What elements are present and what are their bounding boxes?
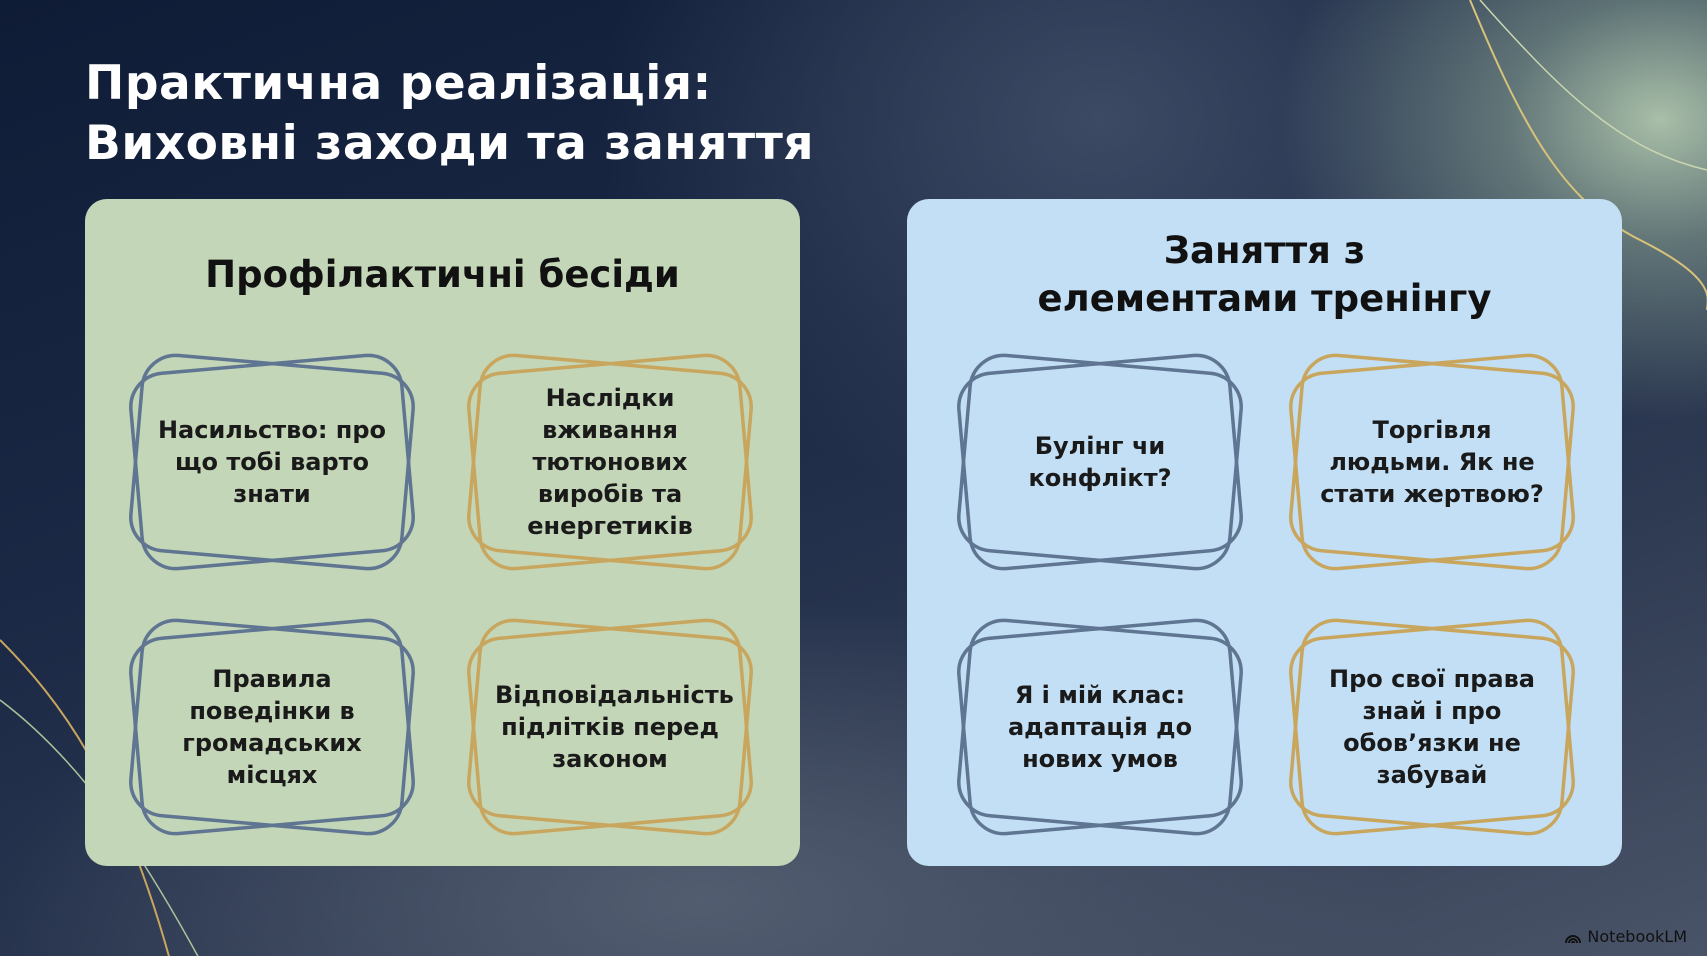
notebooklm-watermark: NotebookLM bbox=[1565, 927, 1687, 946]
frame-icon bbox=[467, 618, 753, 836]
topic-text: Наслідки вживання тютюнових виробів та е… bbox=[527, 384, 693, 540]
topic-card: Насильство: про що тобі варто знати bbox=[117, 342, 427, 582]
topic-text: Насильство: про що тобі варто знати bbox=[157, 416, 387, 508]
title-line-1: Практична реалізація: bbox=[85, 56, 712, 111]
frame-icon bbox=[957, 353, 1243, 571]
topic-text: Про свої права знай і про обов’язки не з… bbox=[1329, 665, 1535, 789]
frame-icon bbox=[1289, 618, 1575, 836]
slide-title: Практична реалізація: Виховні заходи та … bbox=[85, 54, 814, 174]
topic-card: Відповідальність підлітків перед законом bbox=[455, 607, 765, 847]
panel-title: Заняття з елементами тренінгу bbox=[1037, 229, 1492, 320]
prevention-talks-panel: Профілактичні бесіди Насильство: про що … bbox=[85, 199, 800, 866]
training-sessions-panel: Заняття з елементами тренінгу Булінг чи … bbox=[907, 199, 1622, 866]
frame-icon bbox=[1289, 353, 1575, 571]
frame-icon bbox=[129, 618, 415, 836]
topic-card: Торгівля людьми. Як не стати жертвою? bbox=[1277, 342, 1587, 582]
topic-text: Правила поведінки в громадських місцях bbox=[182, 665, 362, 789]
title-line-2: Виховні заходи та заняття bbox=[85, 116, 815, 171]
brand-label: NotebookLM bbox=[1587, 927, 1687, 946]
bottom-strip bbox=[0, 956, 1707, 960]
topic-text: Відповідальність підлітків перед законом bbox=[495, 681, 734, 773]
topic-text: Я і мій клас: адаптація до нових умов bbox=[1007, 681, 1193, 773]
panel-title: Профілактичні бесіди bbox=[205, 253, 680, 296]
topic-text: Булінг чи конфлікт? bbox=[1028, 432, 1172, 492]
notebooklm-logo-icon bbox=[1565, 934, 1582, 943]
topic-card: Булінг чи конфлікт? bbox=[945, 342, 1255, 582]
topic-card: Я і мій клас: адаптація до нових умов bbox=[945, 607, 1255, 847]
topic-card: Наслідки вживання тютюнових виробів та е… bbox=[455, 342, 765, 582]
frame-icon bbox=[129, 353, 415, 571]
frame-icon bbox=[467, 353, 753, 571]
topic-card: Про свої права знай і про обов’язки не з… bbox=[1277, 607, 1587, 847]
topic-text: Торгівля людьми. Як не стати жертвою? bbox=[1320, 416, 1544, 508]
topic-card: Правила поведінки в громадських місцях bbox=[117, 607, 427, 847]
frame-icon bbox=[957, 618, 1243, 836]
